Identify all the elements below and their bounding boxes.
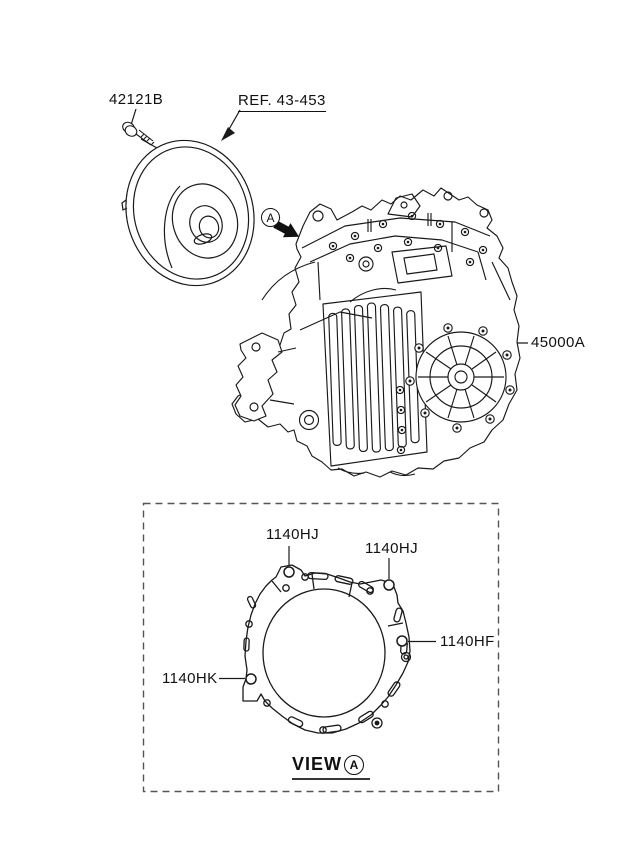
view-a-marker: A xyxy=(261,208,280,227)
housing-spokes xyxy=(418,335,504,419)
view-title-marker: A xyxy=(344,755,364,775)
transaxle-assembly-drawing xyxy=(231,187,521,478)
pan-ribs xyxy=(328,302,420,453)
bolt-heads xyxy=(328,211,488,267)
part-label-1140hk[interactable]: 1140HK xyxy=(162,670,218,687)
view-title: VIEW xyxy=(292,754,343,774)
view-direction-arrow-icon xyxy=(273,220,300,238)
part-label-45000a[interactable]: 45000A xyxy=(531,334,586,351)
part-label-1140hf[interactable]: 1140HF xyxy=(440,633,495,650)
part-label-42121b[interactable]: 42121B xyxy=(109,91,164,108)
leader-lines-detail xyxy=(219,546,436,780)
housing-bolts xyxy=(405,323,515,433)
ref-arrowhead-icon xyxy=(221,127,235,141)
ref-cross-reference-link[interactable]: REF. 43-453 xyxy=(238,92,326,112)
detail-view-box-border xyxy=(142,502,500,793)
gasket-callout-holes xyxy=(245,566,408,685)
bolt-42121b-drawing xyxy=(122,121,155,146)
part-label-1140hj-1[interactable]: 1140HJ xyxy=(266,526,319,543)
part-label-1140hj-2[interactable]: 1140HJ xyxy=(365,540,418,557)
view-a-marker-letter: A xyxy=(266,210,275,225)
torque-converter-drawing xyxy=(121,139,255,287)
view-title-marker-letter: A xyxy=(349,758,359,772)
gasket-holes xyxy=(245,573,412,734)
gasket-drawing xyxy=(242,564,412,734)
